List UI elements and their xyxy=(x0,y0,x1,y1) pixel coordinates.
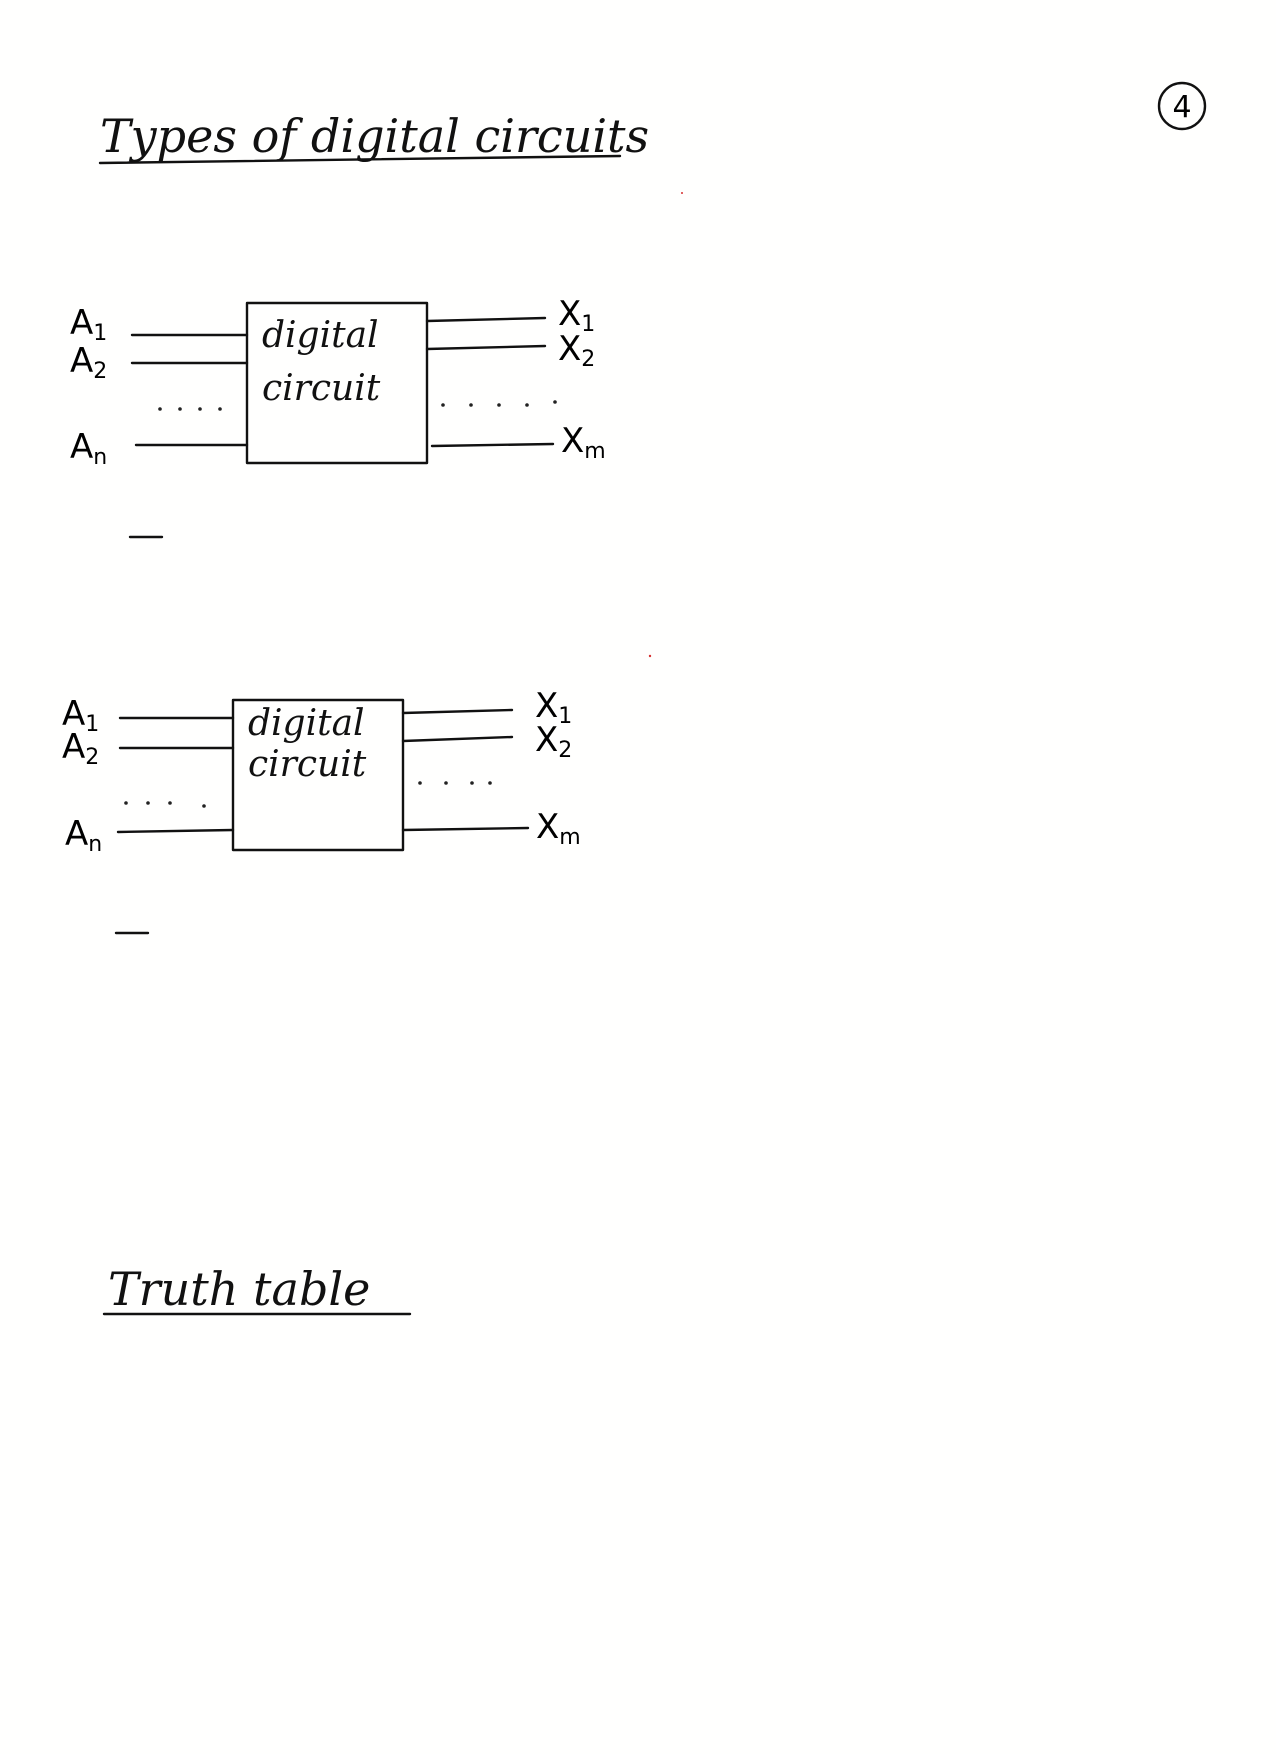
input-label-an: An xyxy=(65,814,102,857)
stray-red-mark-2 xyxy=(681,192,683,194)
output-wire-x2 xyxy=(401,735,514,743)
input-label-an: An xyxy=(70,427,107,470)
input-ellipsis-dots xyxy=(158,407,222,411)
page-number-badge: 4 xyxy=(1157,81,1207,131)
input-label-a2: A2 xyxy=(62,727,99,770)
page-number-circle xyxy=(1157,81,1207,131)
page-number: 4 xyxy=(1172,90,1191,125)
circuit-box xyxy=(231,698,405,852)
output-wire-x1 xyxy=(425,316,547,323)
output-ellipsis-dots xyxy=(441,400,557,407)
output-wire-x1 xyxy=(401,708,514,715)
title-underline xyxy=(98,154,622,165)
input-label-a1: A1 xyxy=(62,694,99,737)
page-title: Types of digital circuits xyxy=(100,109,649,163)
section-title-truth-table: Truth table xyxy=(108,1262,370,1316)
output-wire-xm xyxy=(401,826,530,832)
output-label-x1: X1 xyxy=(535,686,572,729)
input-label-a2: A2 xyxy=(70,341,107,384)
output-label-x1: X1 xyxy=(558,294,595,337)
input-label-a1: A1 xyxy=(70,303,107,346)
input-ellipsis-dots xyxy=(124,801,206,808)
output-label-xm: Xm xyxy=(561,421,606,464)
output-label-x2: X2 xyxy=(558,329,595,372)
circuit-diagram-1: digital circuit A1 A2 An X1 X2 Xm xyxy=(70,294,606,470)
circuit-box xyxy=(245,301,429,465)
circuit-box-label-line2: circuit xyxy=(262,368,381,409)
output-wire-xm xyxy=(430,442,555,448)
circuit-box-label-line2: circuit xyxy=(248,744,367,785)
input-wire-an xyxy=(116,828,235,834)
circuit-box-label-line1: digital xyxy=(262,315,379,356)
circuit-diagram-2: digital circuit A1 A2 An X1 X2 Xm xyxy=(62,686,581,857)
output-label-xm: Xm xyxy=(536,807,581,850)
circuit-box-label-line1: digital xyxy=(248,703,365,744)
stray-red-mark xyxy=(648,654,652,658)
output-ellipsis-dots xyxy=(418,781,492,785)
output-label-x2: X2 xyxy=(535,720,572,763)
output-wire-x2 xyxy=(425,344,547,351)
